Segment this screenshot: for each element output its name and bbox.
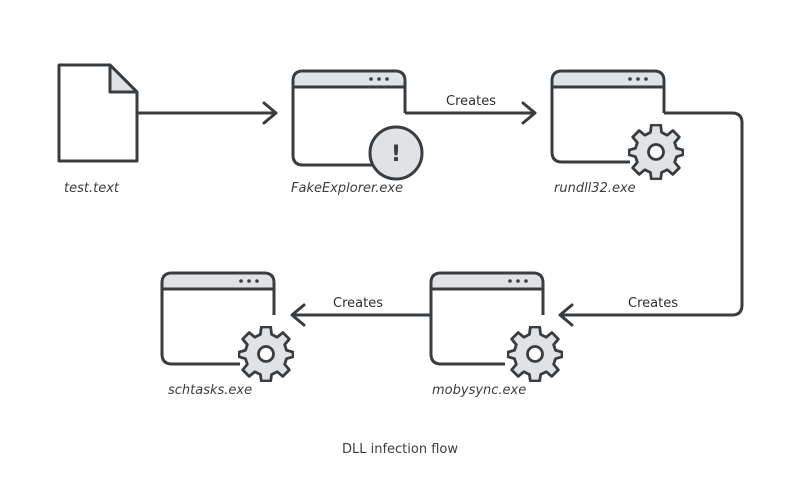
arrow-test-to-fakeexplorer — [137, 101, 278, 125]
window-node-mobysync: mobysync.exe — [429, 271, 563, 398]
window-titlebar — [294, 72, 404, 86]
window-dots — [628, 77, 648, 81]
warning-icon: ! — [368, 125, 424, 181]
file-node-test-text: test.text — [57, 63, 139, 196]
edge-label-creates-3: Creates — [333, 296, 383, 311]
window-node-fakeexplorer: ! FakeExplorer.exe — [291, 69, 424, 196]
arrow-mobysync-to-schtasks: Creates — [290, 296, 431, 327]
gear-icon — [628, 124, 684, 180]
node-label-mobysync: mobysync.exe — [432, 383, 526, 398]
window-frame — [550, 69, 666, 164]
window-frame — [291, 69, 407, 167]
edge-label-creates-1: Creates — [446, 94, 496, 109]
window-titlebar — [163, 274, 273, 288]
gear-icon — [238, 326, 294, 382]
svg-text:!: ! — [391, 142, 401, 167]
node-label-rundll32: rundll32.exe — [554, 181, 636, 196]
window-dots — [369, 77, 389, 81]
diagram-caption: DLL infection flow — [342, 442, 458, 457]
window-dots — [239, 279, 259, 283]
window-titlebar — [432, 274, 542, 288]
edge-label-creates-2: Creates — [628, 296, 678, 311]
arrow-fakeexplorer-to-rundll32: Creates — [405, 94, 537, 125]
window-dots — [508, 279, 528, 283]
gear-icon — [507, 326, 563, 382]
node-label-test-text: test.text — [64, 181, 120, 196]
file-fold-corner — [108, 63, 139, 94]
node-label-schtasks: schtasks.exe — [168, 383, 252, 398]
window-node-schtasks: schtasks.exe — [160, 271, 294, 398]
window-node-rundll32: rundll32.exe — [550, 69, 684, 196]
window-frame — [429, 271, 545, 366]
node-label-fakeexplorer: FakeExplorer.exe — [291, 181, 403, 196]
window-frame — [160, 271, 276, 366]
arrow-rundll32-to-mobysync: Creates — [558, 111, 744, 327]
window-titlebar — [553, 72, 663, 86]
